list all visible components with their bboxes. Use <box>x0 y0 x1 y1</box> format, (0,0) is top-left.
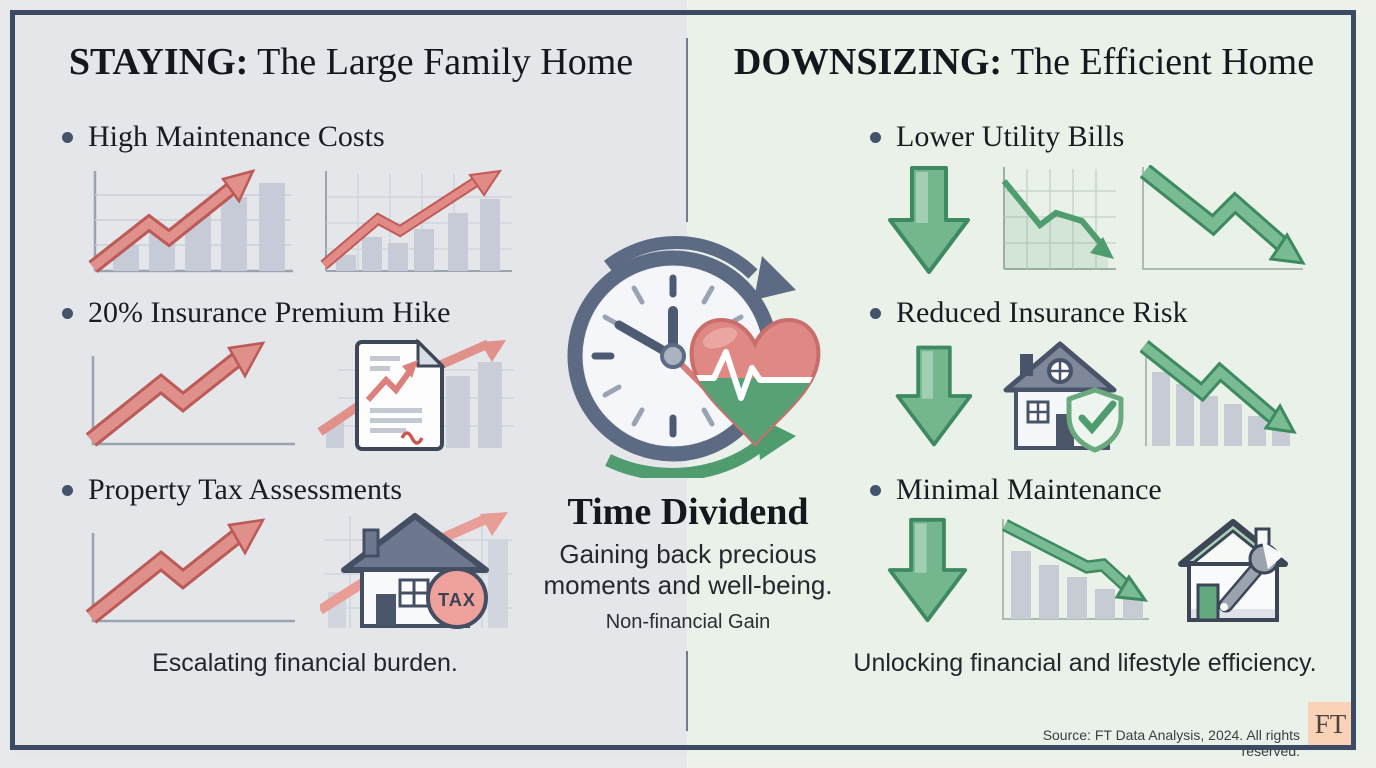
green-down-arrow-svg <box>895 345 973 447</box>
green-down-arrow-icon <box>885 515 970 625</box>
bullet-label: 20% Insurance Premium Hike <box>88 296 451 329</box>
rising-grid-chart-red-arrow-icon <box>318 167 516 277</box>
green-down-arrow-icon <box>893 340 975 452</box>
green-zigzag-down-arrow-icon <box>1137 165 1307 273</box>
green-down-arrow-icon <box>885 165 973 275</box>
bullet-lower-utility: Lower Utility Bills <box>870 118 1124 156</box>
staying-title-rest: The Large Family Home <box>248 41 634 83</box>
bullet-reduced-insurance: Reduced Insurance Risk <box>870 294 1188 332</box>
staying-title-keyword: STAYING: <box>68 41 249 83</box>
declining-grid-line-chart-icon <box>996 163 1120 275</box>
bullet-label: Lower Utility Bills <box>896 120 1125 153</box>
staying-title: STAYING: The Large Family Home <box>15 40 687 84</box>
source-attribution: Source: FT Data Analysis, 2024. All righ… <box>1042 727 1300 759</box>
red-zigzag-up-arrow-svg <box>85 518 295 624</box>
tax-stamp-label: TAX <box>438 590 476 610</box>
green-zigzag-down-arrow-svg <box>1139 165 1306 270</box>
downsizing-title: DOWNSIZING: The Efficient Home <box>687 40 1361 84</box>
bullet-high-maintenance: High Maintenance Costs <box>62 118 385 156</box>
declining-bars-zigzag-arrow-icon <box>1140 338 1300 451</box>
ft-logo: FT <box>1308 702 1353 746</box>
bullet-dot <box>62 484 73 496</box>
bullet-label: High Maintenance Costs <box>88 120 385 153</box>
center-divider-top <box>686 38 688 222</box>
house-tax-stamp-svg: TAX <box>320 512 512 629</box>
bullet-dot <box>870 307 881 319</box>
house-tax-stamp-icon: TAX <box>320 510 515 632</box>
bullet-property-tax: Property Tax Assessments <box>62 471 402 509</box>
staying-caption: Escalating financial burden. <box>152 649 458 677</box>
bullet-minimal-maintenance: Minimal Maintenance <box>870 471 1162 509</box>
bullet-dot <box>62 307 73 319</box>
red-zigzag-up-arrow-icon <box>85 338 300 450</box>
center-subtitle-line1: Gaining back precious <box>559 539 817 569</box>
bullet-insurance-hike: 20% Insurance Premium Hike <box>62 294 450 332</box>
bullet-label: Reduced Insurance Risk <box>896 296 1188 329</box>
bullet-dot <box>870 484 881 496</box>
house-shield-check-svg <box>1003 341 1124 453</box>
rising-grid-chart-red-arrow-svg <box>320 169 512 272</box>
center-tag: Non-financial Gain <box>605 611 771 633</box>
downsizing-caption: Unlocking financial and lifestyle effici… <box>853 649 1317 677</box>
center-title: Time Dividend <box>567 491 809 533</box>
downsizing-title-keyword: DOWNSIZING: <box>733 41 1003 83</box>
green-down-arrow-svg <box>887 517 968 623</box>
rising-bar-chart-red-arrow-svg <box>88 169 293 273</box>
green-down-arrow-svg <box>888 166 970 274</box>
declining-bars-zigzag-arrow-svg <box>1140 340 1297 446</box>
declining-grid-line-chart-svg <box>1001 167 1116 270</box>
red-zigzag-up-arrow-icon <box>85 515 300 627</box>
bullet-label: Minimal Maintenance <box>896 473 1162 506</box>
bullet-dot <box>62 131 73 143</box>
insurance-document-chart-svg <box>318 338 514 451</box>
bullet-dot <box>870 131 881 143</box>
red-zigzag-up-arrow-svg <box>85 341 295 447</box>
bullet-label: Property Tax Assessments <box>88 473 403 506</box>
house-shield-check-icon <box>1000 338 1125 453</box>
clock-heart-svg <box>567 236 821 478</box>
house-wrench-svg <box>1178 519 1288 622</box>
downsizing-title-rest: The Efficient Home <box>1002 41 1315 83</box>
clock-heart-time-dividend-icon <box>548 226 858 478</box>
declining-bars-arrow-icon <box>995 515 1153 625</box>
center-subtitle-line2: moments and well-being. <box>543 570 833 600</box>
center-subtitle: Gaining back precious moments and well-b… <box>518 539 858 601</box>
center-divider-bottom <box>686 651 688 731</box>
house-wrench-icon <box>1176 517 1291 624</box>
declining-bars-arrow-svg <box>1002 519 1149 620</box>
insurance-document-chart-icon <box>318 336 518 454</box>
rising-bar-chart-red-arrow-icon <box>85 167 297 277</box>
